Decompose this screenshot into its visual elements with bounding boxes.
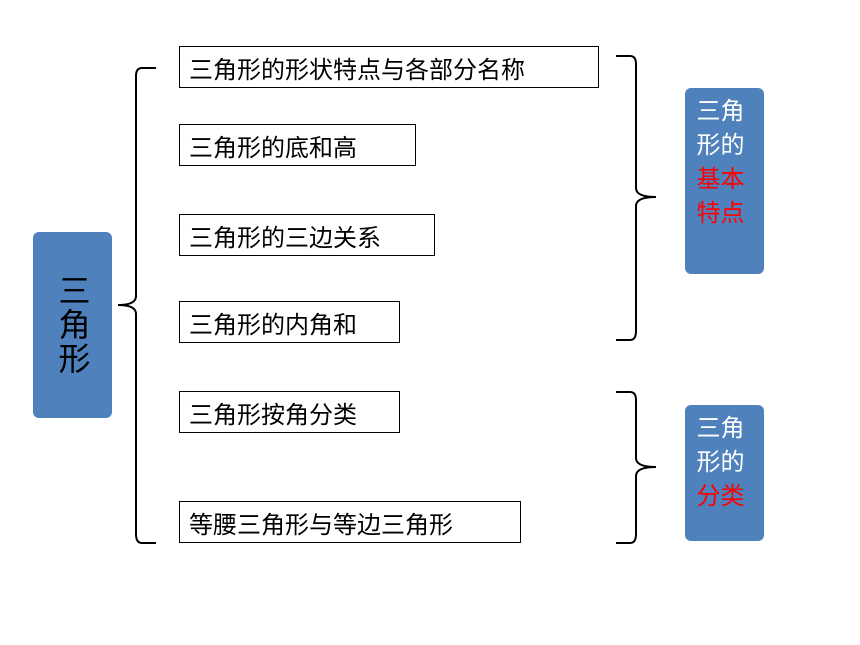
group-label: 三角形的分类 [697, 411, 753, 541]
left-brace [117, 67, 156, 544]
group-basic-features: 三角形的基本特点 [685, 88, 764, 274]
group-label: 三角形的基本特点 [697, 94, 753, 274]
group-label-plain: 三角形的 [696, 97, 745, 159]
right-brace-basic [616, 55, 657, 341]
group-classification: 三角形的分类 [685, 405, 764, 541]
root-label: 三角形 [53, 274, 92, 376]
group-label-highlight: 分类 [696, 482, 745, 510]
group-label-highlight: 基本特点 [696, 165, 745, 227]
item-shape-features: 三角形的形状特点与各部分名称 [179, 46, 599, 88]
item-angle-sum: 三角形的内角和 [179, 301, 400, 343]
right-brace-classify [616, 391, 657, 544]
item-label: 三角形的形状特点与各部分名称 [189, 55, 525, 84]
item-isosceles-equilateral: 等腰三角形与等边三角形 [179, 501, 521, 543]
root-node: 三角形 [33, 232, 112, 418]
item-label: 三角形按角分类 [189, 400, 357, 429]
item-base-height: 三角形的底和高 [179, 124, 416, 166]
item-label: 三角形的三边关系 [189, 223, 381, 252]
item-side-relation: 三角形的三边关系 [179, 214, 435, 256]
item-label: 三角形的内角和 [189, 310, 357, 339]
item-label: 三角形的底和高 [189, 133, 357, 162]
item-classify-by-angle: 三角形按角分类 [179, 391, 400, 433]
item-label: 等腰三角形与等边三角形 [189, 510, 453, 539]
group-label-plain: 三角形的 [696, 414, 745, 476]
